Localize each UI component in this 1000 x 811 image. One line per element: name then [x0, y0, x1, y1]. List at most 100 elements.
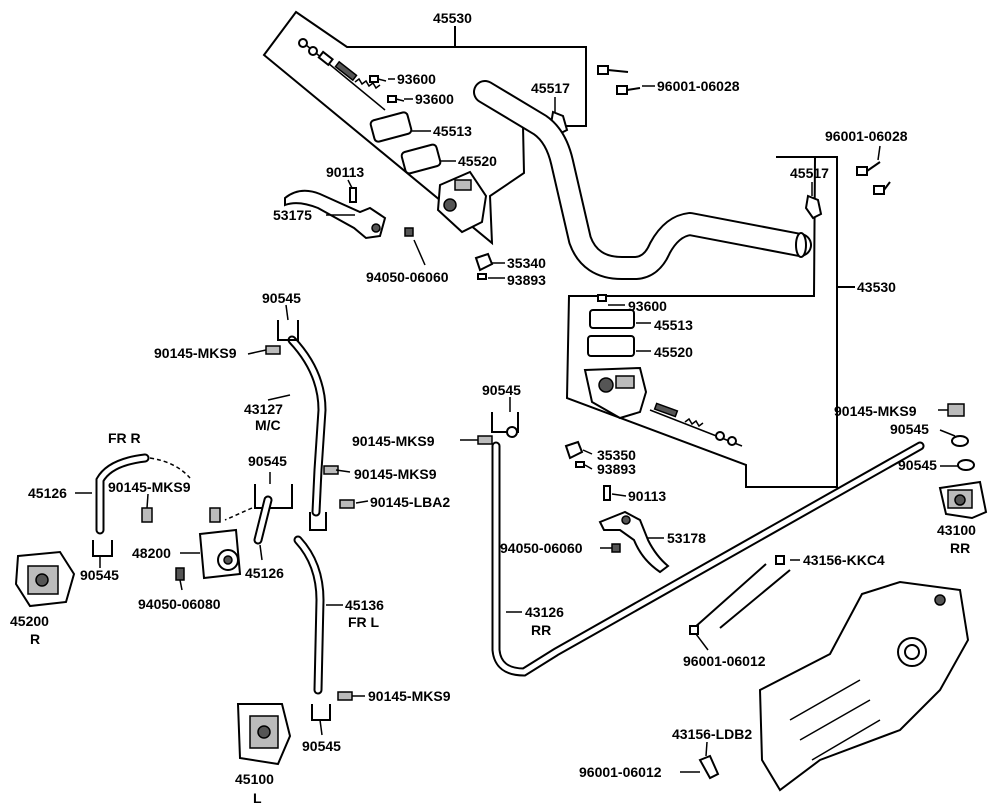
- screw-93600-a: [369, 75, 387, 83]
- callout-45517-left: 45517: [531, 80, 570, 96]
- leader-lines: [75, 78, 958, 773]
- callout-45200: 45200: [10, 613, 49, 629]
- callout-90545-d: 90545: [248, 453, 287, 469]
- switch-35340: [474, 252, 494, 272]
- diaphragm-45520-left: [400, 143, 442, 175]
- callout-43100: 43100: [937, 522, 976, 538]
- callout-90545-rr-a: 90545: [890, 421, 929, 437]
- callout-45136-fr-l: FR L: [348, 614, 380, 630]
- callout-43530: 43530: [857, 279, 896, 295]
- callout-96001-06012-a: 96001-06012: [683, 653, 766, 669]
- handlebar-inner: [475, 82, 810, 278]
- callout-96001-06028-left: 96001-06028: [657, 78, 740, 94]
- callout-43100-rr: RR: [950, 540, 970, 556]
- callout-96001-06012-b: 96001-06012: [579, 764, 662, 780]
- callout-labels: 45530 93600 93600 45513 45520 45517 9600…: [10, 10, 976, 806]
- callout-93893-left: 93893: [507, 272, 546, 288]
- hose-43126: [491, 441, 925, 677]
- master-cylinder-left-internals: [298, 38, 386, 111]
- bolt-90145-mks9-rr: [947, 403, 965, 417]
- nut-94050-06060-left: [404, 227, 414, 237]
- callout-90545-b: 90545: [482, 382, 521, 398]
- bracket-90545-d: [254, 484, 293, 509]
- caliper-45200-r: [14, 550, 76, 608]
- callout-90145-mks9-a: 90145-MKS9: [154, 345, 237, 361]
- callout-45100: 45100: [235, 771, 274, 787]
- bracket-90545-a: [277, 320, 299, 341]
- callout-43156-ldb2: 43156-LDB2: [672, 726, 752, 742]
- bolts-96001-06028-right: [856, 161, 891, 195]
- reservoir-cover-45513-right: [589, 309, 635, 329]
- hose-45136: [293, 535, 325, 695]
- washer-rr-upper: [506, 426, 518, 438]
- callout-53175: 53175: [273, 207, 312, 223]
- callout-90145-mks9-rr: 90145-MKS9: [834, 403, 917, 419]
- callout-93600-right: 93600: [628, 298, 667, 314]
- bolt-90145-mks9-b: [477, 435, 493, 445]
- dash-frr: [149, 457, 191, 479]
- caliper-45100-l: [236, 703, 292, 766]
- callout-90145-mks9-e: 90145-MKS9: [368, 688, 451, 704]
- bracket-90545-c: [92, 540, 113, 557]
- master-cylinder-body-left: [436, 170, 488, 234]
- callout-93600-b: 93600: [415, 91, 454, 107]
- callout-fr-r: FR R: [108, 430, 141, 446]
- callout-45513-right: 45513: [654, 317, 693, 333]
- callout-96001-06028-right: 96001-06028: [825, 128, 908, 144]
- reservoir-cover-45513-left: [369, 111, 413, 143]
- callout-45126-left: 45126: [28, 485, 67, 501]
- callout-48200: 48200: [132, 545, 171, 561]
- switch-35350: [564, 440, 584, 460]
- callout-43126-rr: RR: [531, 622, 551, 638]
- callout-45513-left: 45513: [433, 123, 472, 139]
- valve-48200: [198, 528, 242, 580]
- callout-93893-right: 93893: [597, 461, 636, 477]
- dash-center: [224, 507, 253, 521]
- callout-45100-l: L: [253, 790, 262, 806]
- callout-90113-right: 90113: [628, 488, 666, 504]
- handlebar-end: [795, 232, 807, 258]
- bolt-94050-06080: [175, 567, 185, 581]
- bolt-90145-mks9-d: [323, 465, 339, 475]
- callout-90145-lba2: 90145-LBA2: [370, 494, 450, 510]
- bolt-90145-mks9-e: [337, 691, 353, 701]
- callout-45126-center: 45126: [245, 565, 284, 581]
- callout-94050-06060-right: 94050-06060: [500, 540, 583, 556]
- screw-93600-right: [597, 294, 607, 302]
- bolt-96001-06012-a: [689, 625, 699, 635]
- callout-90145-mks9-b: 90145-MKS9: [352, 433, 435, 449]
- washer-90545-rr-a: [951, 435, 969, 447]
- clamp-45517-right: [804, 194, 823, 220]
- callout-45200-r: R: [30, 631, 40, 647]
- brake-lever-53178: [598, 485, 670, 574]
- callout-45530: 45530: [433, 10, 472, 26]
- callout-90545-f: 90545: [302, 738, 341, 754]
- callout-94050-06080: 94050-06080: [138, 596, 221, 612]
- bracket-90545-f: [311, 704, 331, 721]
- short-hose-45126-center: [253, 495, 273, 545]
- bracket-90545-e: [309, 512, 327, 531]
- screw-93600-b: [387, 95, 405, 103]
- callout-94050-06060-left: 94050-06060: [366, 269, 449, 285]
- bolt-90145-mks9-c: [141, 507, 153, 523]
- callout-43156-kkc4: 43156-KKC4: [803, 552, 885, 568]
- screw-93893-left: [477, 273, 487, 280]
- callout-90545-c: 90545: [80, 567, 119, 583]
- pedal-bracket: [758, 580, 970, 792]
- master-cylinder-right-internals: [649, 402, 743, 447]
- callout-93600-a: 93600: [397, 71, 436, 87]
- rod-43156-b: [719, 569, 791, 629]
- clip-43156-kkc4: [775, 555, 785, 565]
- diaphragm-45520-right: [587, 335, 635, 357]
- callout-45520-right: 45520: [654, 344, 693, 360]
- caliper-43100-rr: [938, 480, 988, 520]
- callout-45517-right: 45517: [790, 165, 829, 181]
- callout-90545-a: 90545: [262, 290, 301, 306]
- hose-43127: [287, 335, 327, 517]
- bolt-90145-mks9-a: [265, 345, 281, 355]
- callout-90545-rr-b: 90545: [898, 457, 937, 473]
- callout-45136: 45136: [345, 597, 384, 613]
- callout-43127: 43127: [244, 401, 283, 417]
